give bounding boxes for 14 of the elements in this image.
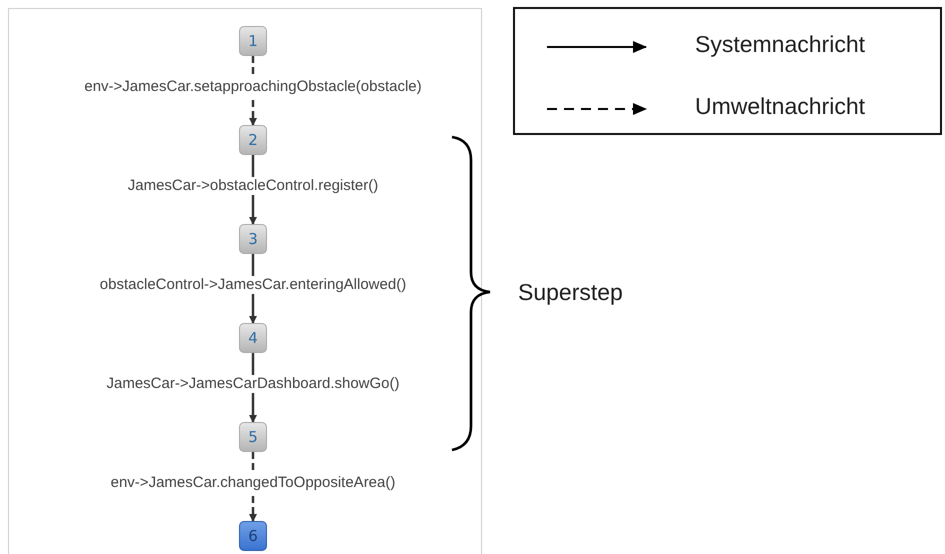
step-node: 5: [239, 422, 267, 452]
step-node: 1: [239, 26, 267, 56]
step-node: 2: [239, 125, 267, 155]
edge-label: obstacleControl->JamesCar.enteringAllowed(): [98, 276, 408, 294]
step-node: 6: [239, 521, 267, 551]
edge-label: env->JamesCar.changedToOppositeArea(): [110, 474, 396, 492]
edge-label: env->JamesCar.setapproachingObstacle(obstacle): [83, 78, 423, 96]
legend-label: Systemnachricht: [695, 31, 866, 58]
step-node: 4: [239, 323, 267, 353]
edge-label: JamesCar->obstacleControl.register(): [126, 176, 380, 194]
legend-label: Umweltnachricht: [695, 93, 865, 120]
step-node: 3: [239, 224, 267, 254]
edge-label: JamesCar->JamesCarDashboard.showGo(): [105, 374, 401, 392]
superstep-label: Superstep: [518, 279, 623, 306]
